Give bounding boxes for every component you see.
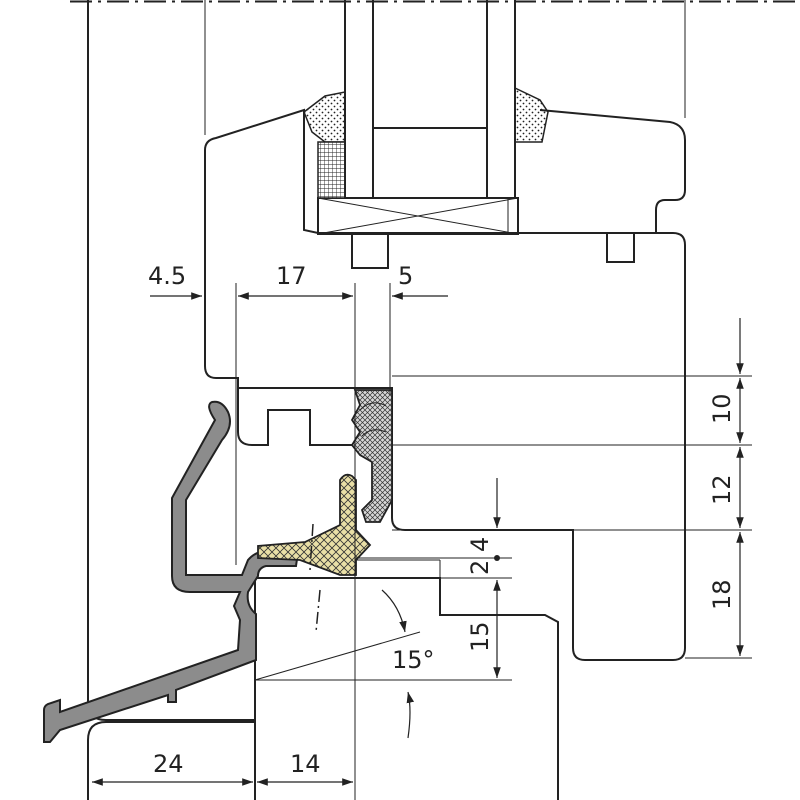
glazing-unit <box>303 0 549 235</box>
rubber-seals <box>350 389 393 523</box>
aluminium-drip-profile <box>43 400 300 743</box>
dimension-top-row: 4.5 17 5 <box>148 262 448 800</box>
center-line <box>309 523 321 633</box>
dim-label-4: 4 <box>466 537 494 552</box>
wall-outline <box>87 0 255 721</box>
dim-label-15-degrees: 15° <box>392 646 435 674</box>
dim-label-10: 10 <box>708 393 736 424</box>
dim-label-18: 18 <box>708 579 736 610</box>
dim-label-17: 17 <box>276 262 307 290</box>
dim-label-2: 2 <box>466 560 494 575</box>
dim-label-5: 5 <box>398 262 413 290</box>
dimension-middle-column: 2 4 15 <box>255 478 512 681</box>
extension-lines-top <box>204 0 686 135</box>
dim-label-15: 15 <box>466 621 494 652</box>
dim-label-4-5: 4.5 <box>148 262 186 290</box>
insulation-block <box>257 473 372 576</box>
dimension-right-column: 10 12 18 <box>392 318 752 659</box>
dim-label-14: 14 <box>290 750 321 778</box>
dim-label-12: 12 <box>708 474 736 505</box>
dim-label-24: 24 <box>153 750 184 778</box>
dimension-angle: 15° <box>254 589 435 739</box>
sash-profile <box>204 108 686 661</box>
dimension-bottom-row: 24 14 <box>87 740 353 800</box>
